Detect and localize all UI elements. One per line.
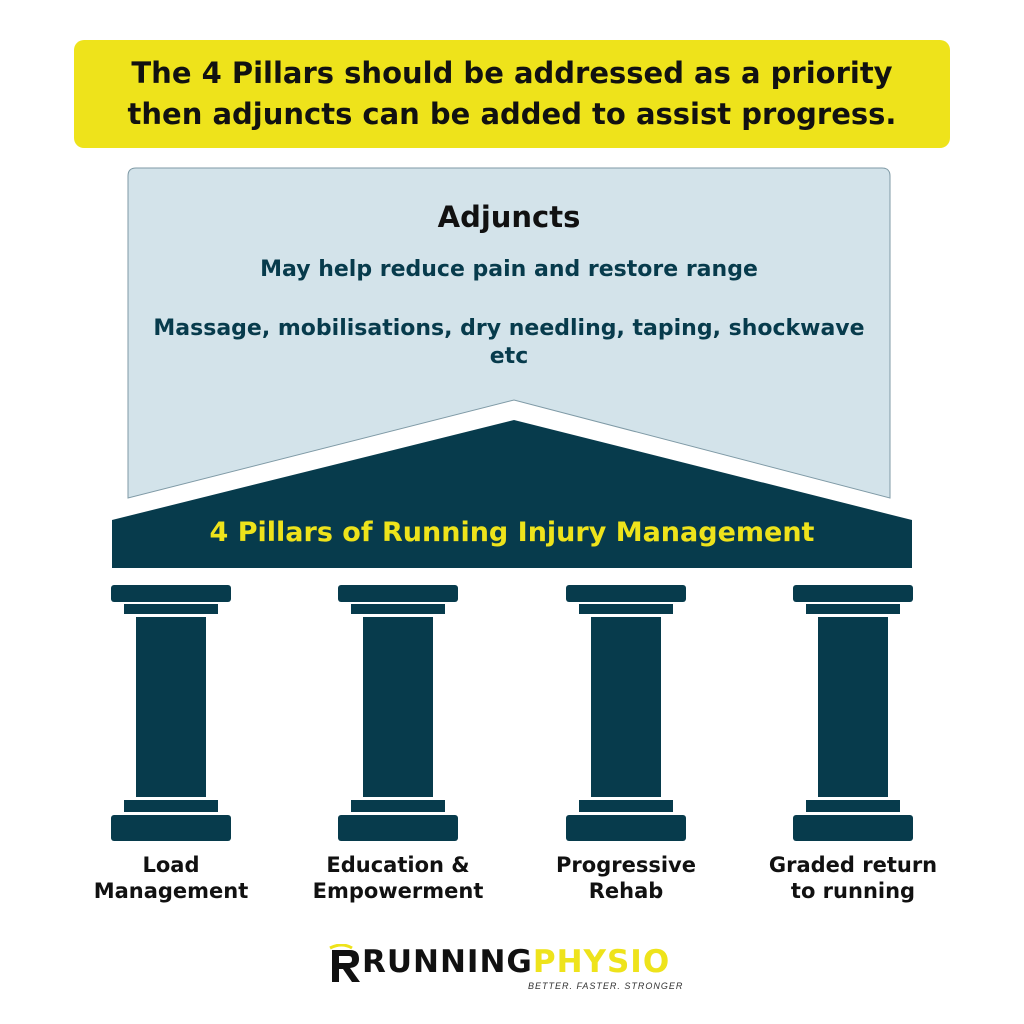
pillar-label-graded-return: Graded return to running bbox=[748, 852, 958, 904]
pillar-1 bbox=[111, 585, 231, 841]
pillar-label-line: Empowerment bbox=[312, 879, 484, 903]
pillars-title: 4 Pillars of Running Injury Management bbox=[209, 517, 815, 548]
pillar-2 bbox=[338, 585, 458, 841]
roof-pediment bbox=[112, 420, 912, 568]
adjuncts-subtitle: May help reduce pain and restore range bbox=[260, 257, 758, 282]
pillar-3 bbox=[566, 585, 686, 841]
logo-wordmark: RUNNINGPHYSIO bbox=[362, 944, 670, 980]
headline-line-2: then adjuncts can be added to assist pro… bbox=[127, 97, 897, 131]
pillar-label-line: Management bbox=[93, 879, 249, 903]
pillar-label-line: Rehab bbox=[588, 879, 664, 903]
adjuncts-box bbox=[127, 167, 891, 499]
adjuncts-title: Adjuncts bbox=[437, 200, 581, 234]
pillar-label-line: Education & bbox=[326, 853, 470, 877]
logo-word-physio: PHYSIO bbox=[532, 944, 671, 980]
logo-word-running: RUNNING bbox=[362, 944, 533, 980]
logo-tagline: BETTER. FASTER. STRONGER bbox=[528, 981, 684, 991]
pillar-label-progressive-rehab: Progressive Rehab bbox=[521, 852, 731, 904]
pillar-label-line: Progressive bbox=[556, 853, 696, 877]
adjuncts-examples: Massage, mobilisations, dry needling, ta… bbox=[153, 316, 865, 369]
headline-banner: The 4 Pillars should be addressed as a p… bbox=[74, 40, 950, 148]
runner-r-icon bbox=[329, 944, 360, 982]
headline-line-1: The 4 Pillars should be addressed as a p… bbox=[131, 56, 893, 90]
pillar-label-line: Load bbox=[142, 853, 200, 877]
pillar-4 bbox=[793, 585, 913, 841]
pillar-label-education: Education & Empowerment bbox=[293, 852, 503, 904]
pillar-label-load-management: Load Management bbox=[66, 852, 276, 904]
pillar-label-line: Graded return bbox=[768, 853, 938, 877]
runningphysio-logo: RUNNINGPHYSIO BETTER. FASTER. STRONGER bbox=[328, 940, 698, 995]
pillar-label-line: to running bbox=[790, 879, 916, 903]
